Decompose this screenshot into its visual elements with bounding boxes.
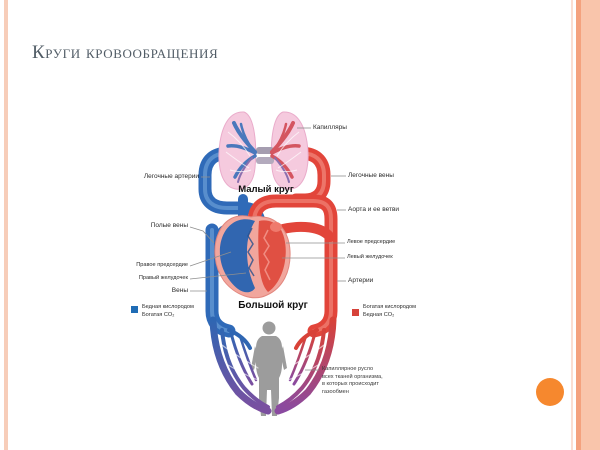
lung-connector-top xyxy=(256,147,274,154)
tissue-note-line3: в которых происходит xyxy=(322,381,379,388)
heart xyxy=(214,215,291,299)
legend-blue-swatch xyxy=(131,306,138,313)
body-capillary-left xyxy=(209,316,272,415)
label-right-atrium: Правое предсердие xyxy=(136,262,188,268)
heart-left-side-red xyxy=(258,220,286,292)
label-left-ventricle: Левый желудочек xyxy=(347,254,393,260)
label-arteries: Артерии xyxy=(348,277,374,284)
heart-outline xyxy=(214,215,291,299)
right-lung-mesh xyxy=(275,131,302,172)
lungs xyxy=(218,111,309,190)
vein-pipe xyxy=(205,223,236,338)
legend-left-line1: Бедная кислородом xyxy=(142,304,194,310)
right-accent-stripe-pale xyxy=(571,0,573,450)
label-right-ventricle: Правый желудочек xyxy=(138,275,188,281)
legend-red-swatch xyxy=(352,309,359,316)
tissue-note-line2: всех тканей организма, xyxy=(322,373,383,380)
aorta-tube xyxy=(247,194,338,338)
label-aorta: Аорта и ее ветви xyxy=(348,206,400,213)
human-figure xyxy=(251,321,287,416)
right-lung-capillary-network xyxy=(270,121,301,183)
right-lung xyxy=(270,111,309,190)
legend-left-line2: Богатая CO₂ xyxy=(142,312,175,318)
label-left-atrium: Левое предсердие xyxy=(347,239,396,245)
orange-accent-circle xyxy=(536,378,564,406)
label-pulmonary-arteries: Легочные артерии xyxy=(143,173,199,180)
label-small-circle: Малый круг xyxy=(238,184,294,195)
label-veins: Вены xyxy=(171,287,188,294)
legend-right: Богатая кислородом Бедная CO₂ xyxy=(363,303,416,319)
right-accent-stripe-medium xyxy=(576,0,581,450)
legend-right-line2: Бедная CO₂ xyxy=(363,312,395,318)
label-vena-cava: Полые вены xyxy=(150,222,188,229)
tissue-note-line1: Капиллярное русло xyxy=(322,366,374,372)
leader-lines xyxy=(189,127,346,371)
right-accent-stripe-band xyxy=(581,0,600,450)
legend-left: Бедная кислородом Богатая CO₂ xyxy=(142,303,194,319)
label-pulmonary-veins: Легочные вены xyxy=(348,172,394,179)
label-big-circle: Большой круг xyxy=(238,300,308,311)
left-lung xyxy=(218,111,257,190)
heart-right-side-blue xyxy=(219,219,255,293)
left-lung-mesh xyxy=(225,131,252,172)
label-capillaries: Капилляры xyxy=(313,124,347,131)
page-title: Круги кровообращения xyxy=(32,42,219,63)
left-accent-bar xyxy=(4,0,8,450)
tissue-note-line4: газообмен xyxy=(322,388,349,395)
left-lung-capillary-network xyxy=(226,121,257,183)
lung-connector-bottom xyxy=(256,157,274,164)
tissue-note: Капиллярное русло всех тканей организма,… xyxy=(322,366,383,396)
legend-right-line1: Богатая кислородом xyxy=(363,304,417,310)
pulmonary-vein-tube xyxy=(289,146,331,207)
vena-cava-tubes xyxy=(215,194,257,250)
